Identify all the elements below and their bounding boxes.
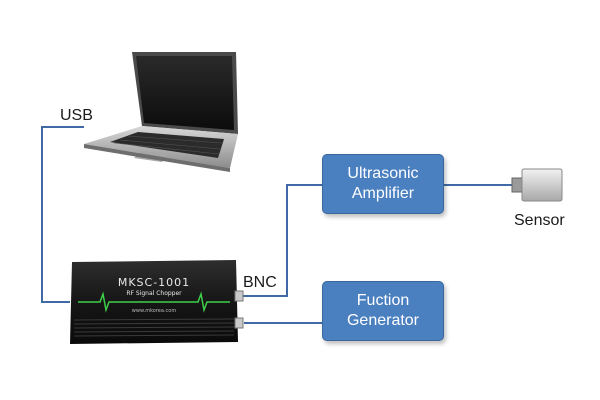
sensor-icon xyxy=(511,168,563,202)
usb-label: USB xyxy=(60,107,93,124)
bnc-connector-icon xyxy=(234,290,244,302)
generator-line1: Fuction xyxy=(356,292,410,309)
device-subtitle: RF Signal Chopper xyxy=(126,290,182,297)
device-model: MKSC-1001 xyxy=(117,276,191,289)
bnc-connector-icon xyxy=(234,317,244,329)
generator-line2: Generator xyxy=(346,312,420,329)
function-generator-box: Fuction Generator xyxy=(322,281,444,341)
bnc-label: BNC xyxy=(243,274,277,291)
amplifier-line2: Amplifier xyxy=(351,185,415,202)
signal-trace-icon xyxy=(78,291,230,313)
usb-cable xyxy=(41,126,84,303)
amplifier-line1: Ultrasonic xyxy=(347,165,419,182)
bnc-amplifier-cable xyxy=(240,184,322,297)
sensor-label: Sensor xyxy=(514,212,565,229)
device-website: www.mkorea.com xyxy=(131,308,177,314)
chopper-device: MKSC-1001 RF Signal Chopper www.mkorea.c… xyxy=(68,258,240,345)
device-body xyxy=(70,260,238,344)
laptop-icon xyxy=(84,52,238,172)
ultrasonic-amplifier-box: Ultrasonic Amplifier xyxy=(322,154,444,214)
